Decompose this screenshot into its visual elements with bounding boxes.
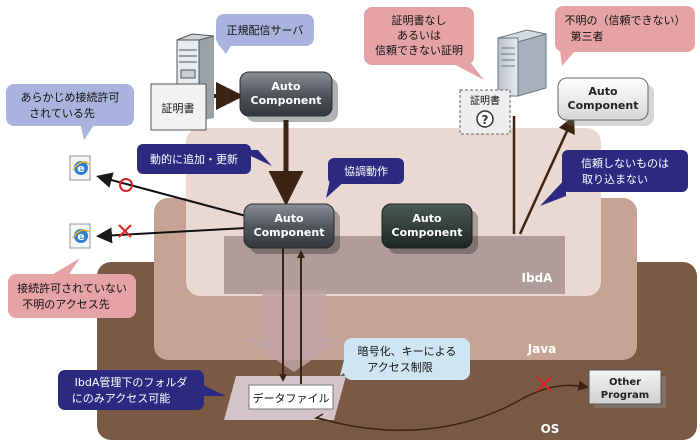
question-icon [476, 110, 494, 128]
denied-cross-icon [118, 224, 132, 238]
certificate-label: 証明書 [162, 101, 195, 115]
callout-permitted: あらかじめ接続許可 されている先 [6, 84, 134, 140]
other-program-line1: Other [609, 377, 641, 388]
callout-dynamic-add-text: 動的に追加・更新 [150, 152, 238, 166]
svg-text:e: e [77, 162, 84, 175]
java-layer-label: Java [527, 342, 556, 356]
callout-official-server-text: 正規配信サーバ [227, 23, 304, 37]
callout-uncertified-line3: 信頼できない証明 [375, 44, 463, 57]
question-mark: ? [482, 113, 489, 127]
not-permitted-connection [96, 227, 247, 244]
auto-component-center: Auto Component [243, 203, 340, 254]
permitted-circle-icon [119, 178, 133, 192]
auto-component-dark-line1: Auto [412, 212, 442, 225]
callout-folder-access: IbdA管理下のフォルダ にのみアクセス可能 [58, 370, 226, 410]
certificate-box: 証明書 [150, 83, 207, 131]
auto-component-top: Auto Component [239, 71, 338, 122]
other-program-link [317, 380, 589, 431]
blocked-cross-icon [536, 376, 552, 392]
callout-cooperation: 協調動作 [326, 158, 404, 198]
callout-no-import-line1: 信頼しないものは [581, 157, 669, 170]
callout-uncertified: 証明書なし あるいは 信頼できない証明 [364, 7, 484, 80]
callout-untrusted-third-line1: 不明の（信頼できない） [565, 14, 686, 27]
auto-component-external-line2: Component [568, 99, 639, 112]
callout-untrusted-third-line2: 第三者 [571, 29, 604, 43]
data-access-arrow [244, 290, 344, 372]
callout-cooperation-text: 協調動作 [344, 164, 388, 178]
callout-untrusted-third: 不明の（信頼できない） 第三者 [555, 6, 695, 66]
other-program-line2: Program [601, 390, 649, 401]
callout-no-import-line2: 取り込まない [582, 173, 648, 186]
other-program: Other Program [588, 369, 666, 408]
os-layer-label: OS [541, 422, 560, 436]
callout-uncertified-line2: あるいは [397, 29, 441, 42]
callout-permitted-line2: されている先 [29, 107, 95, 120]
callout-encryption-line1: 暗号化、キーによる [358, 344, 457, 358]
callout-not-permitted-line1: 接続許可されていない [17, 281, 127, 295]
callout-permitted-line1: あらかじめ接続許可 [21, 90, 120, 104]
permitted-connection [96, 172, 247, 217]
callout-encryption-line2: アクセス制限 [367, 361, 432, 374]
callout-dynamic-add: 動的に追加・更新 [137, 144, 272, 174]
callout-folder-access-line2: にのみアクセス可能 [72, 391, 170, 405]
callout-no-import: 信頼しないものは 取り込まない [540, 150, 688, 206]
browser-icon: e [69, 223, 91, 249]
callout-uncertified-line1: 証明書なし [392, 13, 447, 27]
auto-component-external-line1: Auto [588, 85, 618, 98]
unknown-certificate-box: 証明書 ? [459, 89, 511, 135]
callout-not-permitted: 接続許可されていない 不明のアクセス先 [8, 258, 136, 318]
untrusted-line [518, 115, 575, 235]
auto-component-dark-line2: Component [392, 226, 463, 239]
auto-component-top-line2: Component [251, 94, 322, 107]
untrusted-server-icon [497, 29, 547, 97]
auto-component-dark: Auto Component [381, 203, 478, 254]
callout-encryption: 暗号化、キーによる アクセス制限 [340, 338, 470, 380]
auto-component-center-line1: Auto [274, 212, 304, 225]
callout-official-server: 正規配信サーバ [216, 14, 314, 54]
unknown-certificate-label: 証明書 [470, 94, 500, 107]
callout-folder-access-line1: IbdA管理下のフォルダ [75, 375, 188, 389]
callout-not-permitted-line2: 不明のアクセス先 [22, 298, 109, 311]
data-file: データファイル [224, 376, 346, 420]
data-file-label: データファイル [253, 391, 330, 405]
auto-component-external: Auto Component [557, 77, 654, 126]
ibda-layer-label: IbdA [522, 271, 554, 285]
auto-component-center-line2: Component [254, 226, 325, 239]
browser-icon: e [69, 155, 91, 181]
svg-text:e: e [77, 230, 84, 243]
auto-component-top-line1: Auto [271, 80, 301, 93]
